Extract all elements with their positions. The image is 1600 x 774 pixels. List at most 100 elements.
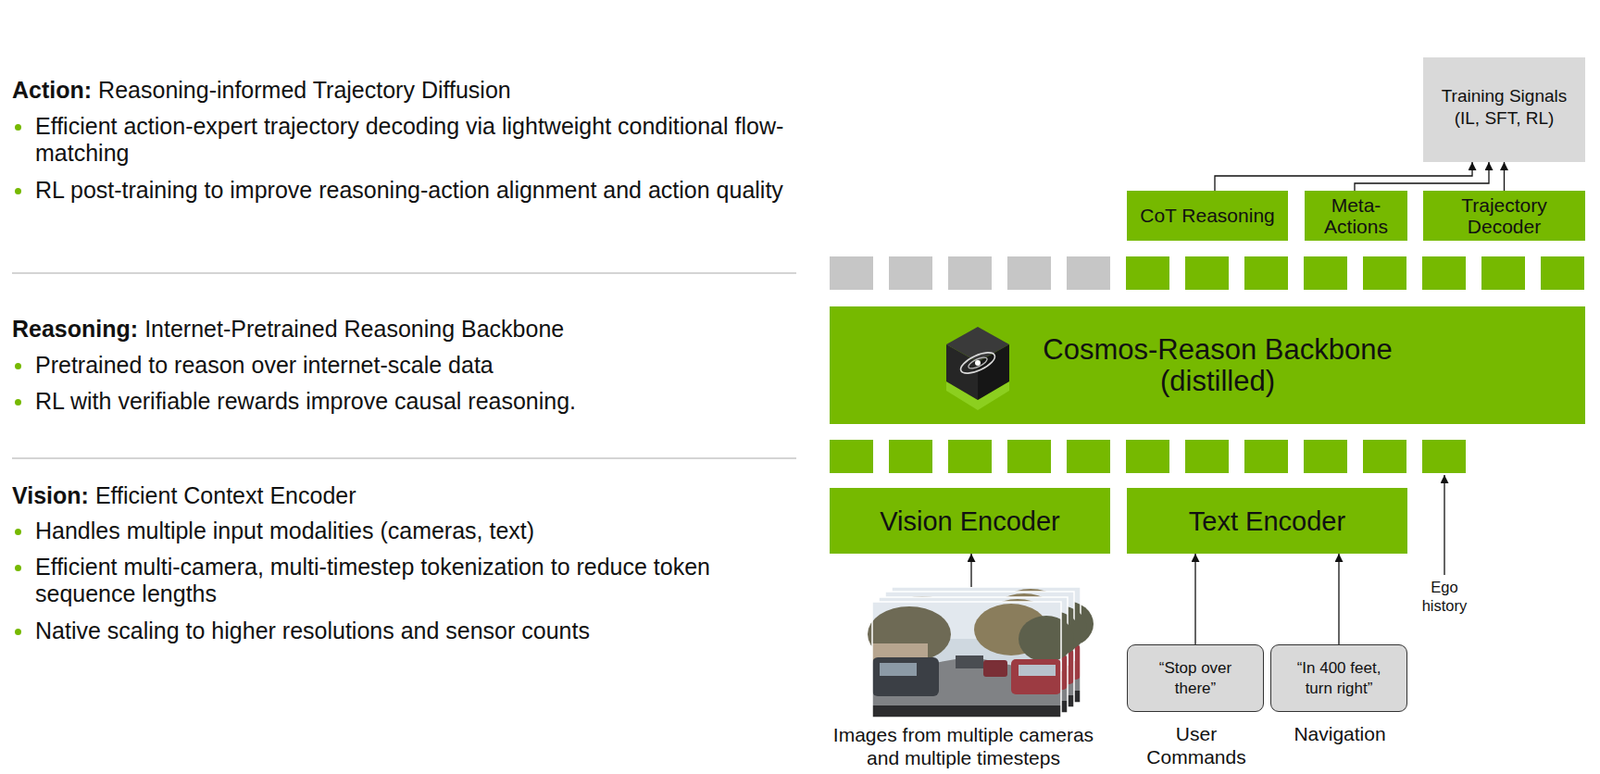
token xyxy=(1125,439,1170,474)
connectors xyxy=(971,162,1505,645)
token xyxy=(1422,256,1466,290)
head-box: Trajectory Decoder xyxy=(1423,190,1586,241)
token xyxy=(888,439,933,474)
bullet-text: RL post-training to improve reasoning-ac… xyxy=(35,176,795,204)
node-caption: User Commands xyxy=(1140,722,1252,769)
token xyxy=(948,439,992,474)
photo xyxy=(867,601,1075,718)
node-label: Text Encoder xyxy=(1188,506,1346,537)
bullet-text: RL with verifiable rewards improve causa… xyxy=(35,387,795,415)
node-label: “In 400 feet, turn right” xyxy=(1283,658,1395,700)
node-label: Training Signals (IL, SFT, RL) xyxy=(1430,85,1579,130)
bullet-dot xyxy=(14,187,22,195)
token xyxy=(1185,439,1229,474)
head-box: Meta-Actions xyxy=(1304,190,1408,241)
token xyxy=(948,256,992,290)
bullet-text: Pretrained to reason over internet-scale… xyxy=(35,351,795,379)
node-caption: Navigation xyxy=(1265,722,1414,746)
bullet-dot xyxy=(14,124,22,131)
camera-stack xyxy=(867,587,1094,718)
token xyxy=(1540,256,1585,290)
photo-frame xyxy=(880,591,1088,708)
section-divider xyxy=(12,457,797,459)
token xyxy=(1007,439,1051,474)
token xyxy=(1303,256,1348,290)
heading-text: Internet-Pretrained Reasoning Backbone xyxy=(144,315,564,342)
connector xyxy=(1503,162,1505,191)
frame-border xyxy=(885,591,1075,708)
token xyxy=(1125,256,1170,290)
bullet-text: Native scaling to higher resolutions and… xyxy=(35,617,795,645)
node-label: Vision Encoder xyxy=(879,506,1061,537)
ego-history-arrow xyxy=(1443,475,1445,575)
section-heading: Reasoning:Internet-Pretrained Reasoning … xyxy=(12,315,564,343)
logo-galaxy xyxy=(957,348,998,377)
output-box: Training Signals (IL, SFT, RL) xyxy=(1423,57,1586,163)
command-box: “Stop over there”User Commands xyxy=(1126,644,1264,713)
photo xyxy=(880,591,1088,708)
logo-left xyxy=(946,344,978,400)
annotation-label: Ego history xyxy=(1412,577,1477,615)
bullet-dot xyxy=(14,399,22,406)
heading-text: Reasoning-informed Trajectory Diffusion xyxy=(98,76,512,103)
backbone-box: Cosmos-Reason Backbone (distilled) xyxy=(829,306,1586,425)
bullet-dot xyxy=(14,564,22,572)
photo-frame xyxy=(867,601,1075,718)
section-heading: Vision:Efficient Context Encoder xyxy=(12,482,357,510)
node-label: CoT Reasoning xyxy=(1139,204,1275,227)
token xyxy=(1362,256,1407,290)
token xyxy=(1244,256,1288,290)
encoder-box: Vision Encoder xyxy=(829,487,1111,554)
photo-frame xyxy=(887,587,1094,703)
heading-keyword: Vision: xyxy=(12,482,89,509)
encoder-box: Text Encoder xyxy=(1126,487,1408,554)
logo-top xyxy=(946,326,1010,363)
camera-images: Images from multiple cameras and multipl… xyxy=(872,587,1079,718)
connector xyxy=(1354,162,1489,191)
photo xyxy=(874,597,1081,713)
input-tokens xyxy=(829,439,1466,474)
logo-galaxy xyxy=(966,355,988,372)
token xyxy=(1303,439,1348,474)
logo-core xyxy=(975,360,981,366)
output-tokens xyxy=(829,256,1585,290)
logo-right xyxy=(977,344,1010,400)
token xyxy=(1007,256,1051,290)
frame-border xyxy=(872,601,1062,718)
frame-border xyxy=(891,587,1081,703)
navigation-box: “In 400 feet, turn right”Navigation xyxy=(1270,644,1408,713)
token xyxy=(1066,256,1111,290)
bullet-text: Efficient multi-camera, multi-timestep t… xyxy=(35,553,795,608)
logo-base xyxy=(946,381,1010,411)
heading-keyword: Reasoning: xyxy=(12,315,138,342)
bullet-dot xyxy=(14,362,22,370)
token xyxy=(1422,439,1466,474)
token xyxy=(1185,256,1229,290)
cosmos-logo xyxy=(946,326,1010,411)
head-box: CoT Reasoning xyxy=(1126,190,1288,241)
frame-border xyxy=(878,597,1068,713)
heading-keyword: Action: xyxy=(12,76,92,103)
token xyxy=(1066,439,1111,474)
bullet-dot xyxy=(14,528,22,536)
heading-text: Efficient Context Encoder xyxy=(95,482,357,509)
token xyxy=(1244,439,1288,474)
section-heading: Action:Reasoning-informed Trajectory Dif… xyxy=(12,76,512,104)
photo xyxy=(887,587,1094,703)
token xyxy=(1481,256,1525,290)
bullet-text: Handles multiple input modalities (camer… xyxy=(35,517,795,545)
connector xyxy=(1194,553,1196,645)
token xyxy=(829,439,874,474)
bullet-dot xyxy=(14,628,22,636)
photo-frame xyxy=(874,597,1081,713)
connector xyxy=(1214,162,1473,191)
node-caption: Images from multiple cameras and multipl… xyxy=(817,723,1110,770)
connector xyxy=(970,553,972,588)
section-divider xyxy=(12,272,797,274)
node-label: Trajectory Decoder xyxy=(1427,194,1581,238)
node-label: Meta-Actions xyxy=(1308,194,1405,238)
node-label: “Stop over there” xyxy=(1139,658,1251,700)
connector xyxy=(1337,553,1339,645)
bullet-text: Efficient action-expert trajectory decod… xyxy=(35,112,795,167)
